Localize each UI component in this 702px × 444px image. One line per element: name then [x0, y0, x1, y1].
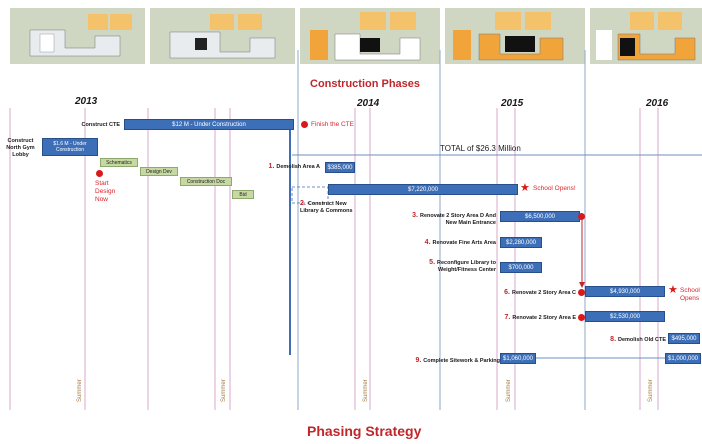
- phase-4-label: 4.Renovate Fine Arts Area: [410, 239, 496, 247]
- school-opens-label-2: School Opens: [680, 287, 700, 302]
- phase-7-label: 7.Renovate 2 Story Area E: [480, 314, 576, 322]
- construction-doc-bar: Construction Doc: [180, 177, 232, 186]
- year-label: 2016: [646, 98, 669, 109]
- phase-text: Renovate 2 Story Area C: [512, 290, 576, 296]
- diagram-title: Construction Phases: [310, 78, 421, 90]
- site-plan-thumbnail-1: [10, 8, 145, 64]
- finish-cte-marker: [301, 121, 308, 128]
- phase-text: Demolish Area A: [276, 164, 320, 170]
- phase-text: Demolish Old CTE: [618, 337, 666, 343]
- summer-label: Summer: [648, 379, 654, 402]
- phase-text: Complete Sitework & Parking: [423, 358, 500, 364]
- school-opens-label-1: School Opens!: [533, 185, 576, 192]
- summer-label: Summer: [221, 379, 227, 402]
- year-label: 2015: [501, 98, 524, 109]
- phase-8-bar: $495,000: [668, 333, 700, 344]
- phase-3-label: 3.Renovate 2 Story Area D And New Main E…: [410, 212, 496, 227]
- summer-label: Summer: [363, 379, 369, 402]
- phase-5-bar: $700,000: [500, 262, 542, 273]
- phase-number: 1.: [268, 163, 275, 170]
- summer-label: Summer: [77, 379, 83, 402]
- phase-number: 2.: [300, 200, 306, 207]
- phase-2-bar: $7,220,000: [328, 184, 518, 195]
- site-plan-thumbnail-2: [150, 8, 295, 64]
- site-plan-graphic: [150, 8, 295, 64]
- phase-2-label: 2.Construct New Library & Commons: [300, 200, 362, 215]
- phase-8-label: 8.Demolish Old CTE: [590, 336, 666, 344]
- construct-cte-label: Construct CTE: [81, 122, 121, 128]
- phase-5-label: 5.Reconfigure Library to Weight/Fitness …: [410, 259, 496, 274]
- phase-9-bar-b: $1,000,000: [665, 353, 701, 364]
- year-label: 2013: [75, 96, 98, 107]
- phase-3-end-marker: [578, 213, 585, 220]
- phase-9-bar-a: $1,060,000: [500, 353, 536, 364]
- north-gym-bar: $1.6 M - Under Construction: [42, 138, 98, 156]
- finish-cte-label: Finish the CTE: [311, 121, 354, 128]
- schematics-bar: Schematics: [100, 158, 138, 167]
- phase-number: 9.: [415, 357, 422, 364]
- phase-number: 8.: [610, 336, 617, 343]
- site-plan-thumbnail-4: [445, 8, 585, 64]
- phase-text: Construct New Library & Commons: [300, 201, 353, 214]
- phase-6-bar: $4,930,000: [585, 286, 665, 297]
- phase-text: Renovate 2 Story Area E: [512, 315, 576, 321]
- north-gym-label: Construct North Gym Lobby: [6, 138, 35, 158]
- phase-9-label: 9.Complete Sitework & Parking: [390, 357, 500, 365]
- phase-1-bar: $385,000: [325, 162, 355, 173]
- phase-number: 5.: [429, 259, 436, 266]
- total-label: TOTAL of $26.3 Million: [440, 144, 521, 153]
- phase-text: Reconfigure Library to Weight/Fitness Ce…: [437, 260, 496, 273]
- phase-7-start-marker: [578, 314, 585, 321]
- start-design-label: Start Design Now: [95, 180, 116, 203]
- bid-bar: Bid: [232, 190, 254, 199]
- phase-6-start-marker: [578, 289, 585, 296]
- phase-6-label: 6.Renovate 2 Story Area C: [480, 289, 576, 297]
- phase-number: 4.: [424, 239, 431, 246]
- phase-text: Renovate 2 Story Area D And New Main Ent…: [419, 213, 496, 226]
- summer-label: Summer: [506, 379, 512, 402]
- site-plan-graphic: [300, 8, 440, 64]
- site-plan-thumbnail-3: [300, 8, 440, 64]
- phase-7-bar: $2,530,000: [585, 311, 665, 322]
- phase-4-bar: $2,280,000: [500, 237, 542, 248]
- design-dev-bar: Design Dev: [140, 167, 178, 176]
- school-opens-star: ★: [520, 182, 530, 194]
- start-design-marker: [96, 170, 103, 177]
- site-plan-graphic: [10, 8, 145, 64]
- phase-number: 3.: [412, 212, 418, 219]
- construct-cte-bar: $12 M - Under Construction: [124, 119, 294, 130]
- site-plan-graphic: [445, 8, 585, 64]
- phase-text: Renovate Fine Arts Area: [432, 240, 496, 246]
- site-plan-graphic: [590, 8, 702, 64]
- phase-number: 7.: [504, 314, 511, 321]
- year-label: 2014: [357, 98, 380, 109]
- phase-1-label: 1.Demolish Area A: [230, 163, 320, 171]
- phase-number: 6.: [504, 289, 510, 296]
- phase-3-bar: $6,500,000: [500, 211, 580, 222]
- footer-title: Phasing Strategy: [307, 423, 422, 439]
- site-plan-thumbnail-5: [590, 8, 702, 64]
- school-opens-star: ★: [668, 284, 678, 296]
